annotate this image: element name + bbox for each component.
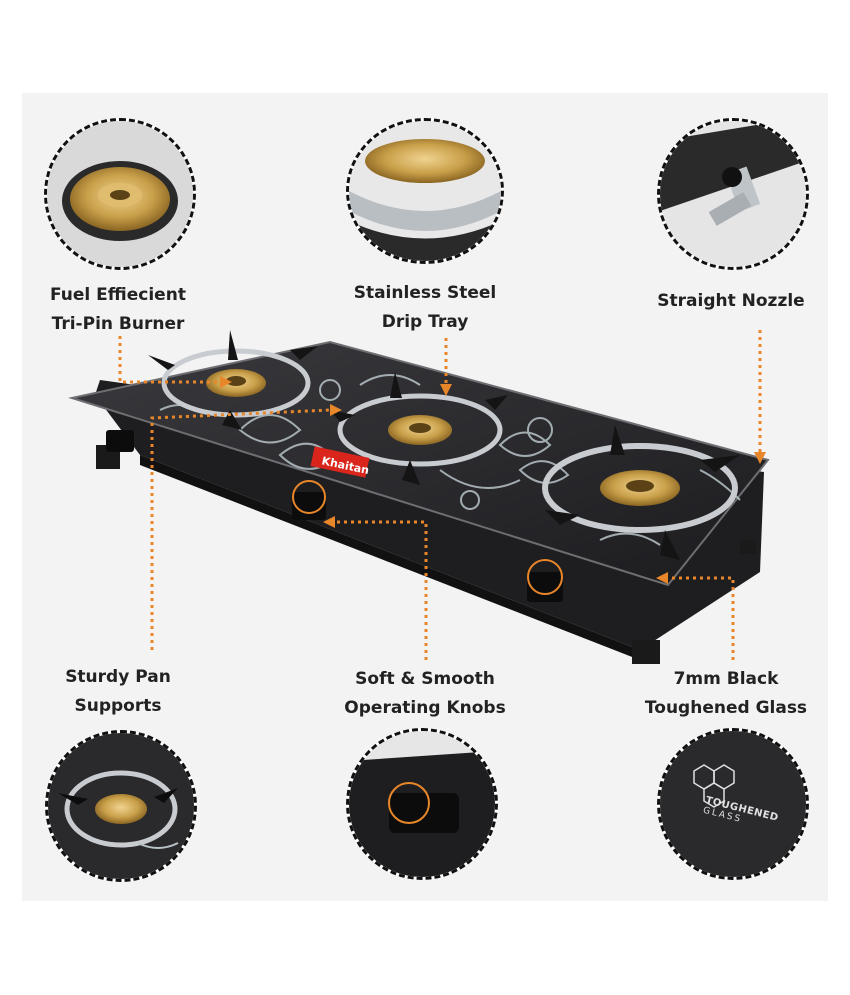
label-line: Straight Nozzle [657, 291, 805, 311]
label-line: Operating Knobs [344, 698, 506, 718]
label-burner: Fuel Effiecient Tri-Pin Burner [48, 281, 188, 339]
hexagon-icon [660, 731, 806, 877]
label-line: Soft & Smooth [355, 669, 495, 689]
label-nozzle: Straight Nozzle [651, 287, 811, 316]
label-drip-tray: Stainless Steel Drip Tray [349, 279, 501, 337]
callout-nozzle [657, 118, 809, 270]
callout-glass [657, 728, 809, 880]
callout-burner [44, 118, 196, 270]
knob-icon [106, 430, 563, 602]
label-line: Stainless Steel [353, 283, 497, 303]
callout-pan-supports [45, 730, 197, 882]
label-line: Sturdy Pan [65, 667, 171, 687]
nozzle-icon [660, 121, 806, 267]
label-glass: 7mm Black Toughened Glass [638, 665, 814, 723]
label-line: Supports [74, 696, 162, 716]
label-line: Fuel Effiecient [50, 285, 186, 305]
label-line: Tri-Pin Burner [51, 314, 185, 334]
label-line: Drip Tray [381, 312, 469, 332]
label-pan-supports: Sturdy Pan Supports [48, 663, 188, 721]
label-knobs: Soft & Smooth Operating Knobs [338, 665, 512, 723]
label-line: 7mm Black [673, 669, 779, 689]
label-line: Toughened Glass [644, 698, 808, 718]
callout-knobs [346, 728, 498, 880]
callout-drip-tray [346, 118, 504, 264]
